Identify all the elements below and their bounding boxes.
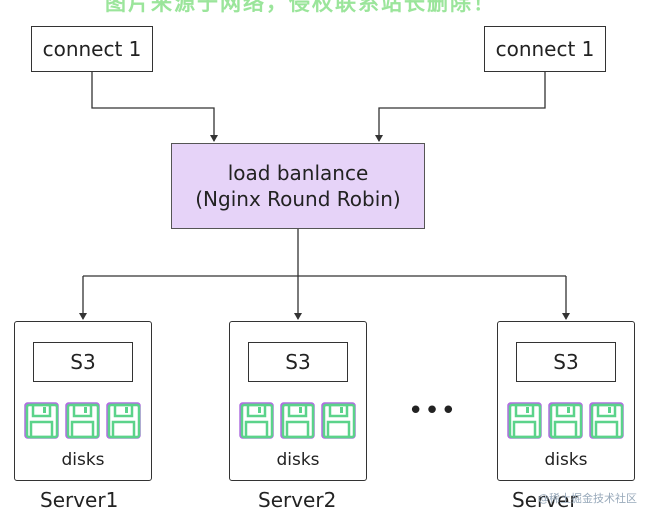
server-box-2: S3 disks bbox=[229, 321, 367, 481]
load-balancer-box: load banlance (Nginx Round Robin) bbox=[171, 143, 425, 229]
floppy-disk-icon bbox=[106, 402, 142, 444]
disks-label: disks bbox=[544, 450, 588, 470]
floppy-disk-icon bbox=[321, 402, 357, 444]
connector-lines bbox=[79, 72, 570, 320]
disk-group bbox=[15, 402, 151, 444]
connect-right-box: connect 1 bbox=[484, 26, 606, 72]
floppy-disk-icon bbox=[24, 402, 60, 444]
server-label-2: Server2 bbox=[258, 488, 337, 512]
load-balancer-line2: (Nginx Round Robin) bbox=[195, 187, 401, 211]
watermark-text: 图片来源于网络，侵权联系站长删除！ bbox=[105, 0, 496, 15]
connect-left-label: connect 1 bbox=[42, 37, 142, 61]
ellipsis-dots: ••• bbox=[408, 396, 458, 426]
connect-right-label: connect 1 bbox=[495, 37, 595, 61]
s3-box: S3 bbox=[516, 342, 616, 382]
disks-label: disks bbox=[61, 450, 105, 470]
s3-box: S3 bbox=[33, 342, 133, 382]
server-box-3: S3 disks bbox=[497, 321, 635, 481]
disk-group bbox=[498, 402, 634, 444]
connect-left-box: connect 1 bbox=[31, 26, 153, 72]
load-balancer-line1: load banlance bbox=[227, 161, 369, 185]
server-label-1: Server1 bbox=[40, 488, 119, 512]
arrow-connect-left-to-lb bbox=[91, 72, 218, 142]
server-box-1: S3 disks bbox=[14, 321, 152, 481]
floppy-disk-icon bbox=[507, 402, 543, 444]
floppy-disk-icon bbox=[65, 402, 101, 444]
disks-label: disks bbox=[276, 450, 320, 470]
arrow-connect-right-to-lb bbox=[375, 72, 546, 142]
floppy-disk-icon bbox=[280, 402, 316, 444]
floppy-disk-icon bbox=[589, 402, 625, 444]
floppy-disk-icon bbox=[548, 402, 584, 444]
floppy-disk-icon bbox=[239, 402, 275, 444]
corner-watermark: @稀土掘金技术社区 bbox=[538, 492, 637, 505]
disk-group bbox=[230, 402, 366, 444]
s3-box: S3 bbox=[248, 342, 348, 382]
